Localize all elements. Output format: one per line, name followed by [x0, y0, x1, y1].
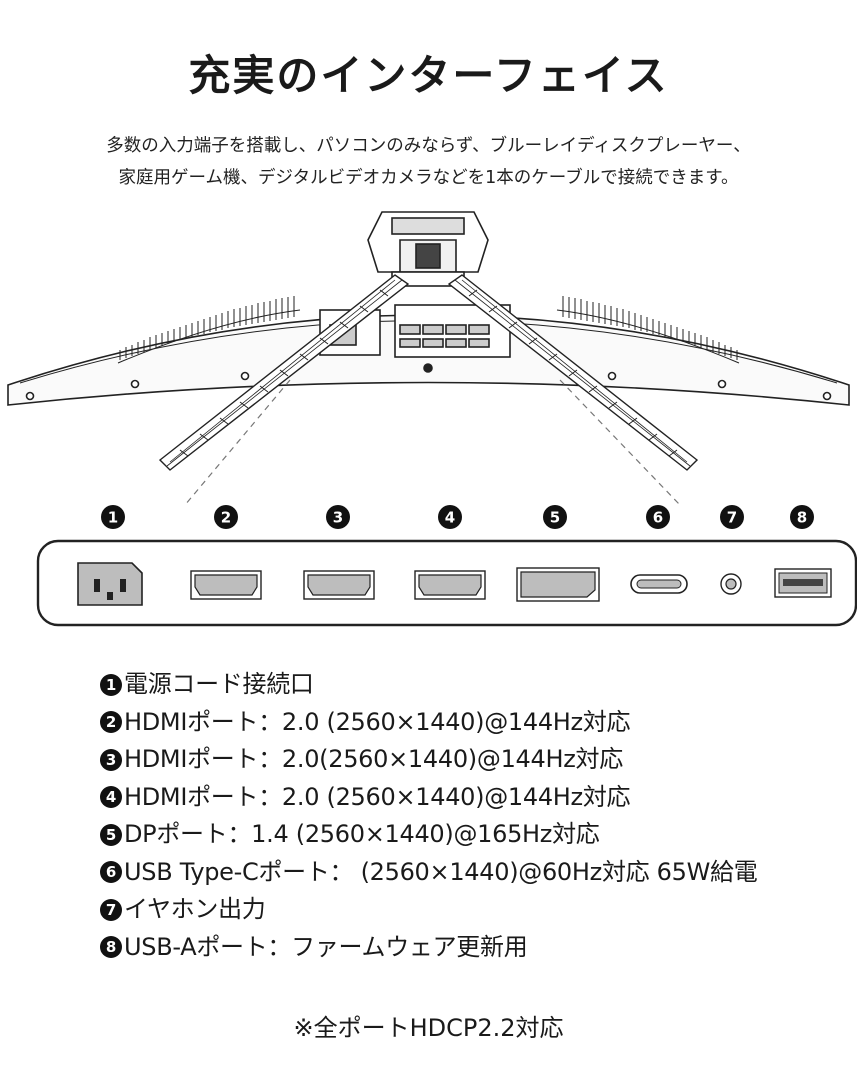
- vent-grille-left: [117, 296, 301, 364]
- spec-text: USB Type-Cポート： (2560×1440)@60Hz対応 65W給電: [124, 857, 758, 886]
- port-number-6-label: 6: [653, 509, 663, 527]
- spec-text: HDMIポート：2.0(2560×1440)@144Hz対応: [124, 745, 623, 773]
- spec-item-6: 6 USB Type-Cポート： (2560×1440)@60Hz対応 65W給…: [100, 854, 758, 892]
- port-number-7: 7: [720, 505, 744, 529]
- spec-text: イヤホン出力: [124, 895, 266, 923]
- usb-c-port-icon: [630, 574, 688, 594]
- spec-item-5: 5 DPポート：1.4 (2560×1440)@165Hz対応: [100, 816, 757, 854]
- port-number-4-label: 4: [445, 509, 455, 527]
- spec-number-badge: 3: [100, 748, 122, 771]
- spec-item-2: 2 HDMIポート：2.0 (2560×1440)@144Hz対応: [100, 704, 757, 742]
- port-number-3: 3: [326, 505, 350, 529]
- spec-item-7: 7 イヤホン出力: [100, 891, 757, 929]
- port-spec-list: 1 電源コード接続口 2 HDMIポート：2.0 (2560×1440)@144…: [100, 666, 758, 967]
- spec-number-badge: 4: [100, 786, 122, 809]
- port-number-7-label: 7: [727, 509, 737, 527]
- port-number-6: 6: [646, 505, 670, 529]
- spec-number-badge: 1: [100, 673, 122, 696]
- audio-jack-icon: [720, 573, 742, 595]
- spec-text: 電源コード接続口: [124, 670, 314, 698]
- port-number-8: 8: [790, 505, 814, 529]
- spec-number-badge: 7: [100, 898, 122, 921]
- spec-number-badge: 2: [100, 711, 122, 734]
- usb-a-port-icon: [774, 568, 832, 598]
- spec-number-badge: 6: [100, 861, 122, 884]
- hdcp-note: ※全ポートHDCP2.2対応: [293, 1014, 564, 1042]
- hdmi-port-icon: [190, 570, 262, 600]
- spec-text: USB-Aポート：ファームウェア更新用: [124, 932, 528, 961]
- port-number-1-label: 1: [108, 509, 118, 527]
- port-number-badges: 1 2 3 4 5 6 7 8: [101, 505, 814, 529]
- spec-item-4: 4 HDMIポート：2.0 (2560×1440)@144Hz対応: [100, 779, 757, 817]
- port-number-5: 5: [543, 505, 567, 529]
- port-number-4: 4: [438, 505, 462, 529]
- port-panel: 1 2 3 4 5 6 7 8: [36, 505, 857, 627]
- power-socket-icon: [77, 562, 143, 606]
- callout-line-left: [184, 379, 291, 506]
- displayport-icon: [516, 567, 600, 602]
- spec-text: HDMIポート：2.0 (2560×1440)@144Hz対応: [124, 782, 631, 811]
- description: 多数の入力端子を搭載し、パソコンのみならず、ブルーレイディスクプレーヤー、 家庭…: [0, 130, 857, 194]
- stand-leg-left: [158, 274, 410, 471]
- stand-leg-right: [447, 274, 699, 471]
- vent-grille-right: [556, 296, 740, 364]
- port-number-1: 1: [101, 505, 125, 529]
- spec-number-badge: 8: [100, 936, 122, 959]
- port-number-2-label: 2: [221, 509, 231, 527]
- port-number-8-label: 8: [797, 509, 807, 527]
- description-line-2: 家庭用ゲーム機、デジタルビデオカメラなどを1本のケーブルで接続できます。: [118, 168, 739, 188]
- spec-number-badge: 5: [100, 823, 122, 846]
- spec-item-1: 1 電源コード接続口: [100, 666, 757, 704]
- hdmi-port-icon: [414, 570, 486, 600]
- spec-item-8: 8 USB-Aポート：ファームウェア更新用: [100, 929, 757, 967]
- spec-text: DPポート：1.4 (2560×1440)@165Hz対応: [124, 820, 600, 848]
- hdmi-port-icon: [303, 570, 375, 600]
- port-number-2: 2: [214, 505, 238, 529]
- stand-mount: [367, 211, 489, 287]
- monitor-rear-illustration: [7, 211, 850, 506]
- description-line-1: 多数の入力端子を搭載し、パソコンのみならず、ブルーレイディスクプレーヤー、: [106, 136, 751, 156]
- port-number-5-label: 5: [550, 509, 560, 527]
- callout-line-right: [559, 379, 681, 506]
- page-title: 充実のインターフェイス: [188, 51, 669, 100]
- screws: [25, 363, 832, 401]
- spec-item-3: 3 HDMIポート：2.0(2560×1440)@144Hz対応: [100, 741, 757, 779]
- spec-text: HDMIポート：2.0 (2560×1440)@144Hz対応: [124, 707, 631, 736]
- port-number-3-label: 3: [333, 509, 343, 527]
